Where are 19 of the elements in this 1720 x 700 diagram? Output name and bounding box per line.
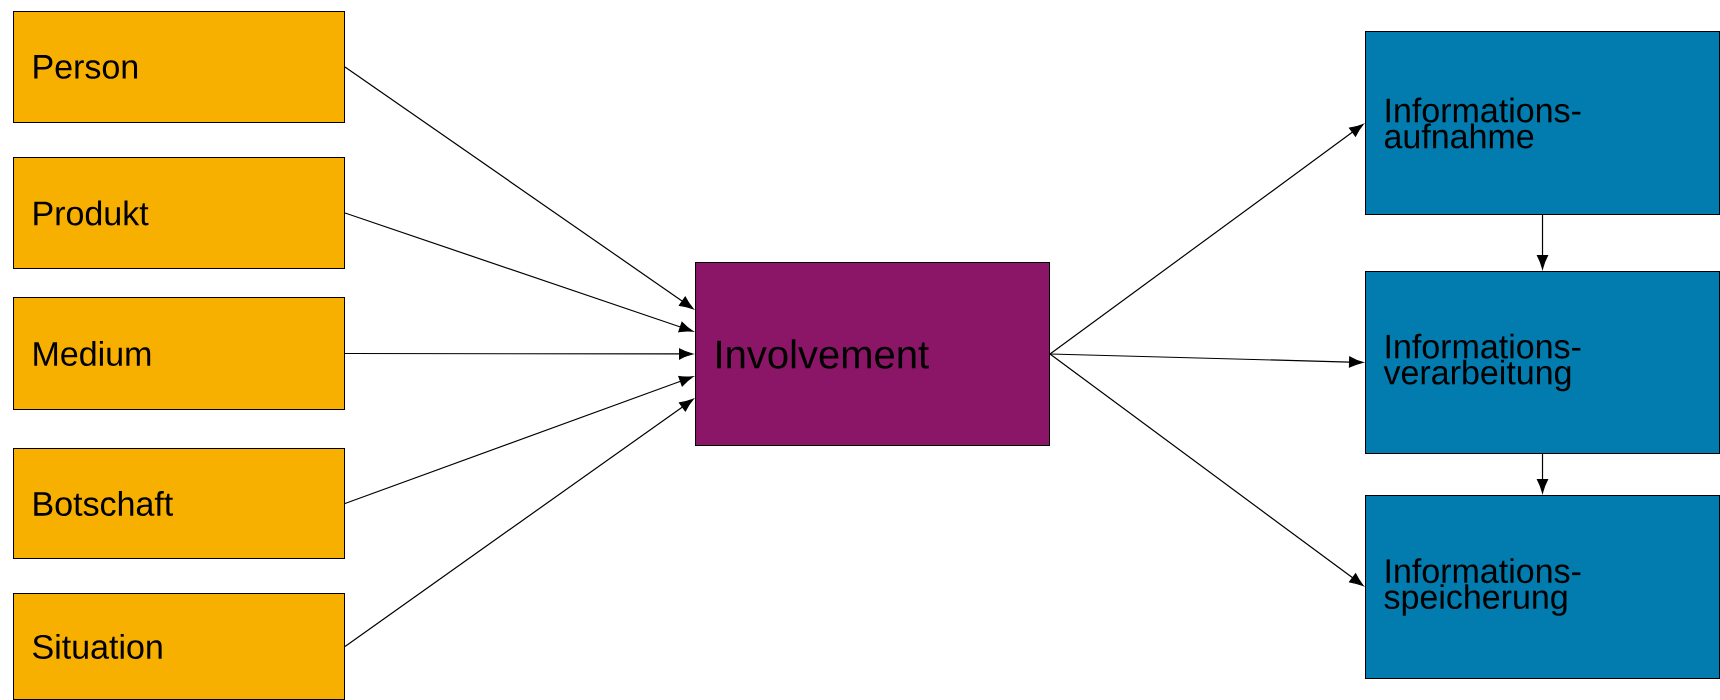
process-box: Involvement <box>695 262 1050 446</box>
arrow <box>344 398 694 648</box>
arrow <box>344 66 694 310</box>
arrow <box>344 348 694 360</box>
process-box: Medium <box>13 297 345 410</box>
process-box: Informations- speicherung <box>1365 495 1720 679</box>
process-box: Person <box>13 11 345 123</box>
process-box: Informations- verarbeitung <box>1365 271 1720 454</box>
process-box: Botschaft <box>13 448 345 559</box>
process-box: Produkt <box>13 157 345 269</box>
arrow <box>1049 353 1364 587</box>
arrow <box>344 212 694 333</box>
arrow <box>344 376 694 505</box>
process-box: Situation <box>13 593 345 700</box>
arrow <box>1049 353 1364 368</box>
arrow <box>1049 123 1364 355</box>
arrow <box>1536 453 1549 494</box>
process-box: Informations- aufnahme <box>1365 31 1720 215</box>
arrow <box>1536 214 1549 270</box>
